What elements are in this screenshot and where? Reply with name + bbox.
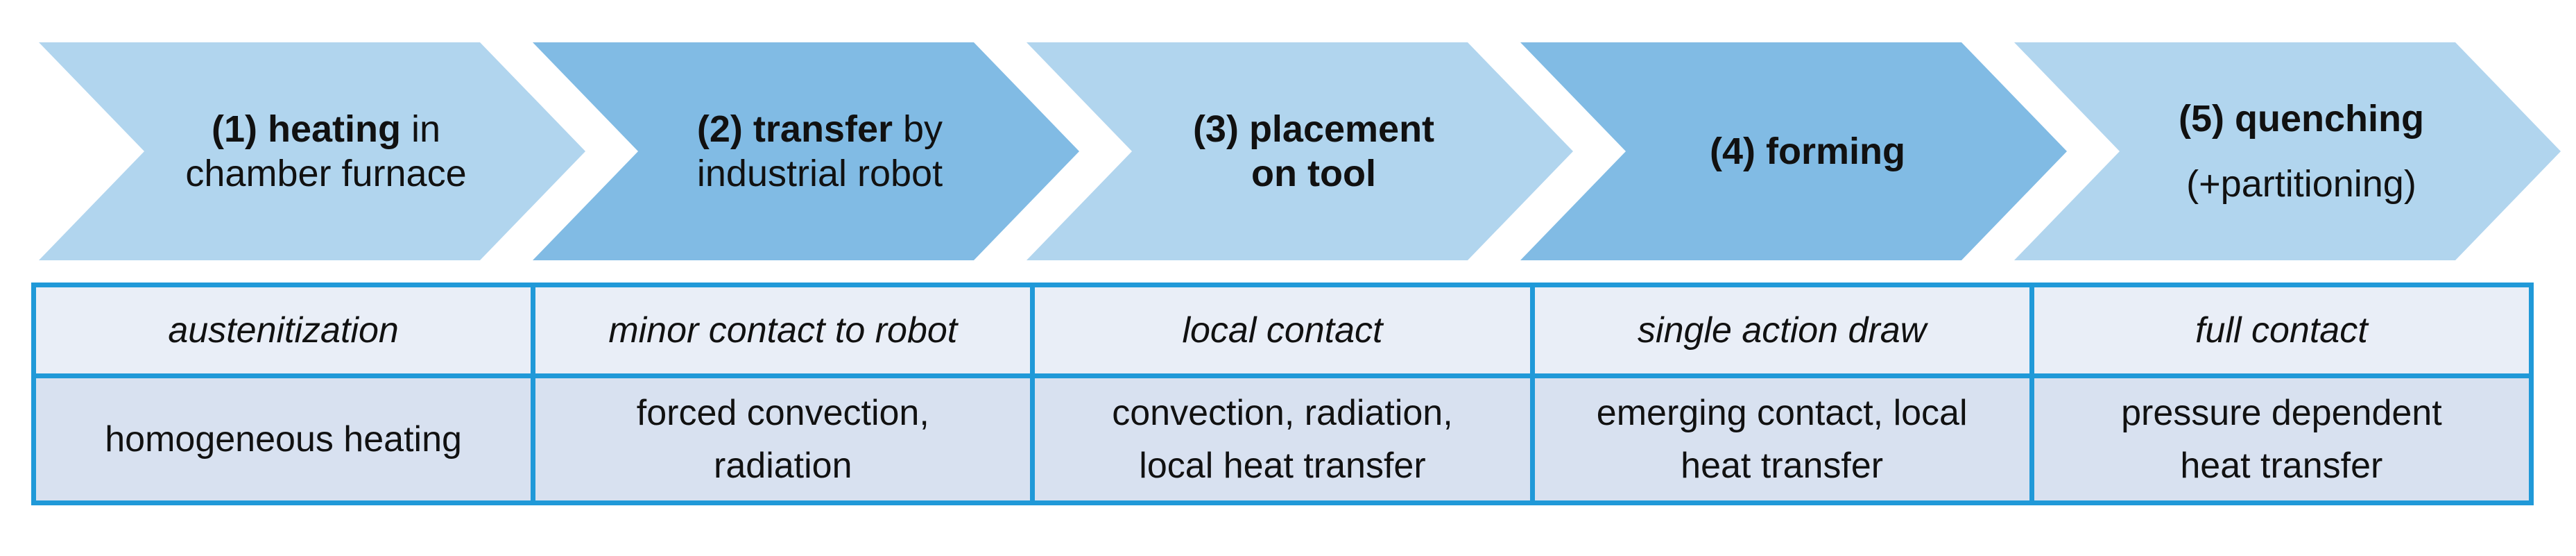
table-cell-contact-3: local contact — [1030, 283, 1535, 378]
step-5-label-bold: (5) quenching — [2179, 98, 2424, 140]
step-3-label-bold: (3) placement on tool — [1192, 108, 1435, 194]
step-2-label-rest: by industrial robot — [696, 108, 943, 194]
step-1-label-rest: in chamber furnace — [185, 108, 467, 194]
step-5-label: (5) quenching (+partitioning) — [2179, 96, 2424, 206]
step-1-label: (1) heating in chamber furnace — [185, 107, 466, 196]
table-cell-heat-1: homogeneous heating — [31, 373, 536, 505]
table-row-heat-transfer: homogeneous heating forced convection, r… — [31, 373, 2534, 505]
step-1-label-bold: (1) heating — [211, 108, 401, 150]
table-cell-contact-2: minor contact to robot — [531, 283, 1036, 378]
table-cell-heat-2: forced convection, radiation — [531, 373, 1036, 505]
table-cell-contact-4: single action draw — [1529, 283, 2034, 378]
step-2-label-bold: (2) transfer — [696, 108, 893, 150]
step-3-label: (3) placement on tool — [1193, 107, 1434, 196]
step-2-label: (2) transfer by industrial robot — [697, 107, 943, 196]
process-step-4-forming: (4) forming — [1520, 42, 2067, 260]
process-step-3-placement: (3) placement on tool — [1027, 42, 1573, 260]
table-cell-heat-5: pressure dependent heat transfer — [2029, 373, 2534, 505]
step-4-label-bold: (4) forming — [1710, 130, 1905, 172]
process-properties-table: austenitization minor contact to robot l… — [31, 283, 2534, 505]
table-cell-contact-1: austenitization — [31, 283, 536, 378]
process-step-1-heating: (1) heating in chamber furnace — [39, 42, 585, 260]
table-cell-contact-5: full contact — [2029, 283, 2534, 378]
table-cell-heat-3: convection, radiation, local heat transf… — [1030, 373, 1535, 505]
step-4-label: (4) forming — [1710, 129, 1905, 174]
process-flow: (1) heating in chamber furnace (2) trans… — [39, 42, 2561, 260]
process-step-5-quenching: (5) quenching (+partitioning) — [2014, 42, 2561, 260]
process-step-2-transfer: (2) transfer by industrial robot — [533, 42, 1079, 260]
table-cell-heat-4: emerging contact, local heat transfer — [1529, 373, 2034, 505]
table-row-contact-type: austenitization minor contact to robot l… — [31, 283, 2534, 378]
step-5-label-rest: (+partitioning) — [2186, 163, 2416, 205]
